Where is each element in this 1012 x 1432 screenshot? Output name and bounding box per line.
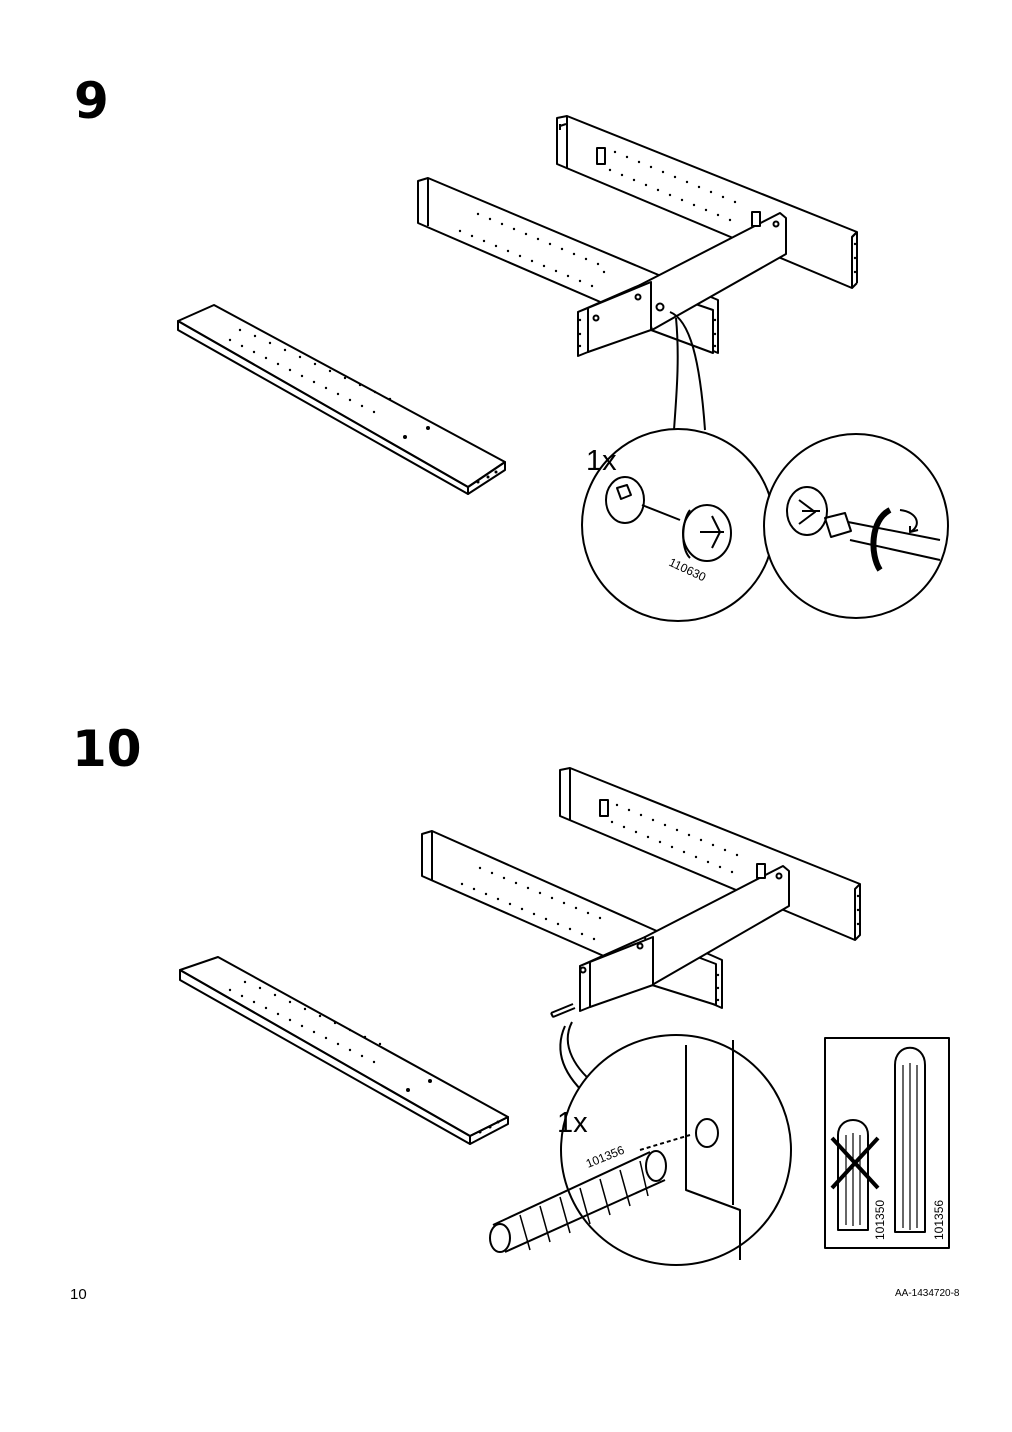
correct-dowel-icon xyxy=(894,1046,926,1233)
step-10-number: 10 xyxy=(72,720,142,778)
step9-loose-slat-icon xyxy=(177,304,506,495)
step9-quantity: 1x xyxy=(586,445,617,477)
step-9-number: 9 xyxy=(74,72,109,130)
wrong-dowel-icon xyxy=(830,1119,880,1231)
cam-lock-icon xyxy=(605,476,732,562)
page-number: 10 xyxy=(70,1286,87,1303)
document-id: AA-1434720-8 xyxy=(895,1288,960,1299)
step10-frame xyxy=(179,767,861,1145)
dowel-comparison-box xyxy=(824,1037,950,1249)
step10-callout-part xyxy=(560,1034,792,1266)
step10-quantity: 1x xyxy=(557,1107,588,1139)
wrong-part-number: 101350 xyxy=(873,1200,887,1240)
step9-callout-tool xyxy=(763,433,949,619)
step9-frame xyxy=(177,115,858,495)
dowel-icon xyxy=(489,1040,741,1260)
right-part-number: 101356 xyxy=(932,1200,946,1240)
screwdriver-icon xyxy=(786,486,941,572)
